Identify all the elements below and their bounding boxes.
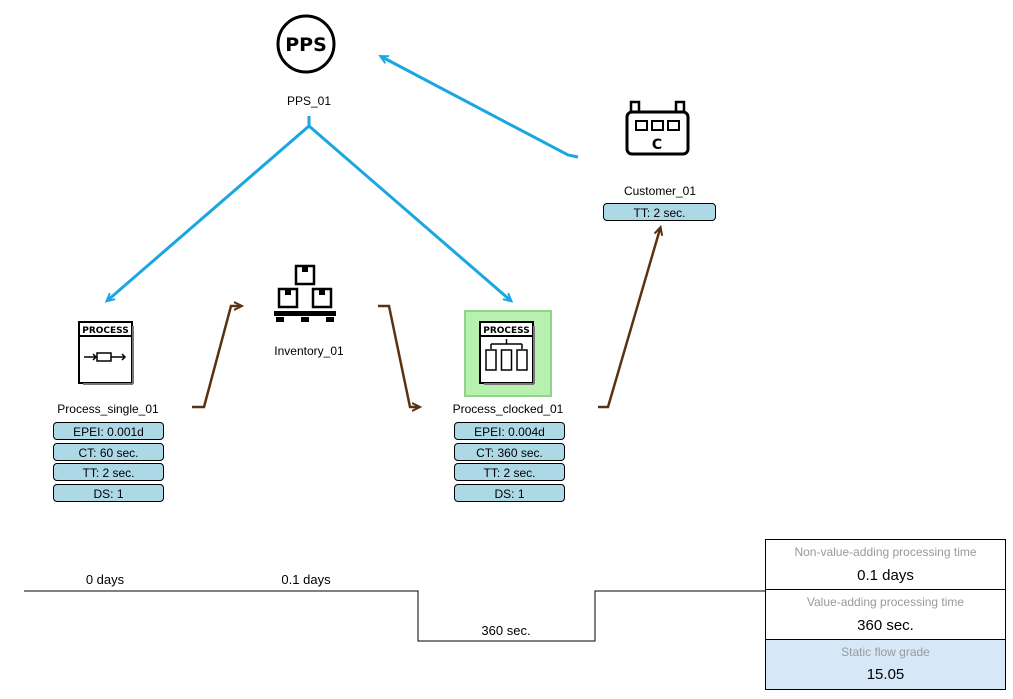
nva-time-value: 0.1 days [857,567,914,584]
process-single-ds-chip: DS: 1 [53,484,164,502]
material-flow-inventory-to-clocked[interactable] [378,304,418,407]
process-single-icon: PROCESS [78,321,134,385]
va-time-caption: Value-adding processing time [806,595,965,609]
inventory-node[interactable]: Inventory_01 [256,262,356,362]
customer-label: Customer_01 [623,184,697,198]
flow-grade-caption: Static flow grade [841,645,930,659]
process-single-ct-chip: CT: 60 sec. [53,443,164,461]
timeline-label-inventory: 0.1 days [281,572,331,587]
material-flow-clocked-to-customer[interactable] [598,229,660,409]
nva-time-cell: Non-value-adding processing time 0.1 day… [766,540,1005,590]
customer-node[interactable]: C Customer_01 TT: 2 sec. [603,100,717,225]
customer-icon-text: C [652,137,662,153]
process-clocked-label: Process_clocked_01 [452,402,564,416]
pps-icon-text: PPS [285,34,327,56]
process-clocked-ds-chip: DS: 1 [454,484,565,502]
inventory-label: Inventory_01 [274,344,344,358]
pps-label: PPS_01 [286,94,332,108]
timeline-label-process-single: 0 days [85,572,125,587]
va-time-cell: Value-adding processing time 360 sec. [766,590,1005,640]
process-single-epei-chip: EPEI: 0.001d [53,422,164,440]
process-clocked-tt-chip: TT: 2 sec. [454,463,565,481]
process-single-node[interactable]: PROCESS Process_single_01 EPEI: 0.001d C… [53,318,165,506]
pps-node[interactable]: PPS PPS_01 [270,10,348,110]
customer-factory-icon: C [625,100,690,156]
timeline-label-process-clocked: 360 sec. [481,623,531,638]
timeline-line [24,590,765,642]
va-time-value: 360 sec. [857,617,914,634]
process-clocked-icon: PROCESS [479,321,535,385]
process-single-label: Process_single_01 [57,402,159,416]
flow-grade-value: 15.05 [866,666,905,683]
process-clocked-node[interactable]: PROCESS Process_clocked_01 EPEI: 0.004d … [446,310,566,506]
process-single-tt-chip: TT: 2 sec. [53,463,164,481]
customer-tt-chip: TT: 2 sec. [603,203,716,221]
timeline-summary-box: Non-value-adding processing time 0.1 day… [765,539,1006,690]
material-flow-single-to-inventory[interactable] [192,306,240,409]
process-single-header: PROCESS [82,326,129,336]
process-clocked-epei-chip: EPEI: 0.004d [454,422,565,440]
nva-time-caption: Non-value-adding processing time [794,545,977,559]
info-flow-customer-to-pps[interactable] [382,57,579,159]
inventory-boxes-icon [274,264,336,322]
info-flow-pps-to-clocked[interactable] [308,124,510,300]
pps-icon: PPS [276,14,336,74]
process-clocked-ct-chip: CT: 360 sec. [454,443,565,461]
flow-grade-cell: Static flow grade 15.05 [766,640,1005,689]
process-clocked-header: PROCESS [483,326,530,336]
